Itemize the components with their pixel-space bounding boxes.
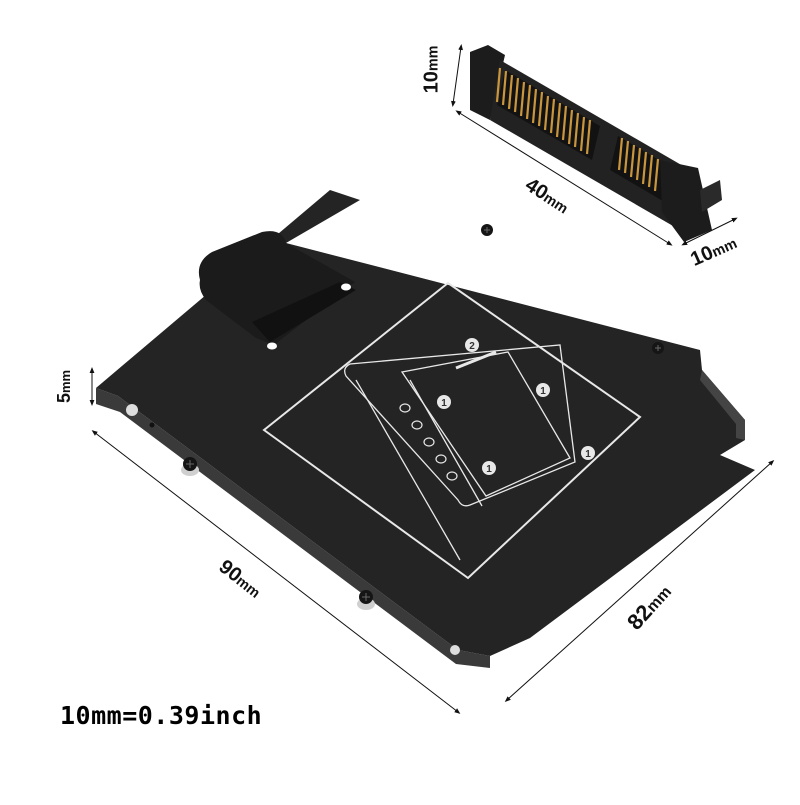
pull-tab	[198, 231, 356, 350]
connector-height-label: 10mm	[420, 45, 443, 94]
unit-conversion-note: 10mm=0.39inch	[60, 701, 263, 730]
svg-text:1: 1	[486, 464, 492, 475]
svg-text:1: 1	[441, 398, 447, 409]
svg-text:1: 1	[585, 449, 591, 460]
dimension-lines	[89, 44, 775, 714]
svg-text:1: 1	[540, 386, 546, 397]
screw-icon	[652, 342, 664, 354]
screw-icon	[481, 224, 493, 236]
step-markers: 2 1 1 1 1	[437, 338, 595, 475]
caddy-thickness-label: 5mm	[54, 369, 75, 404]
svg-text:2: 2	[469, 341, 475, 352]
